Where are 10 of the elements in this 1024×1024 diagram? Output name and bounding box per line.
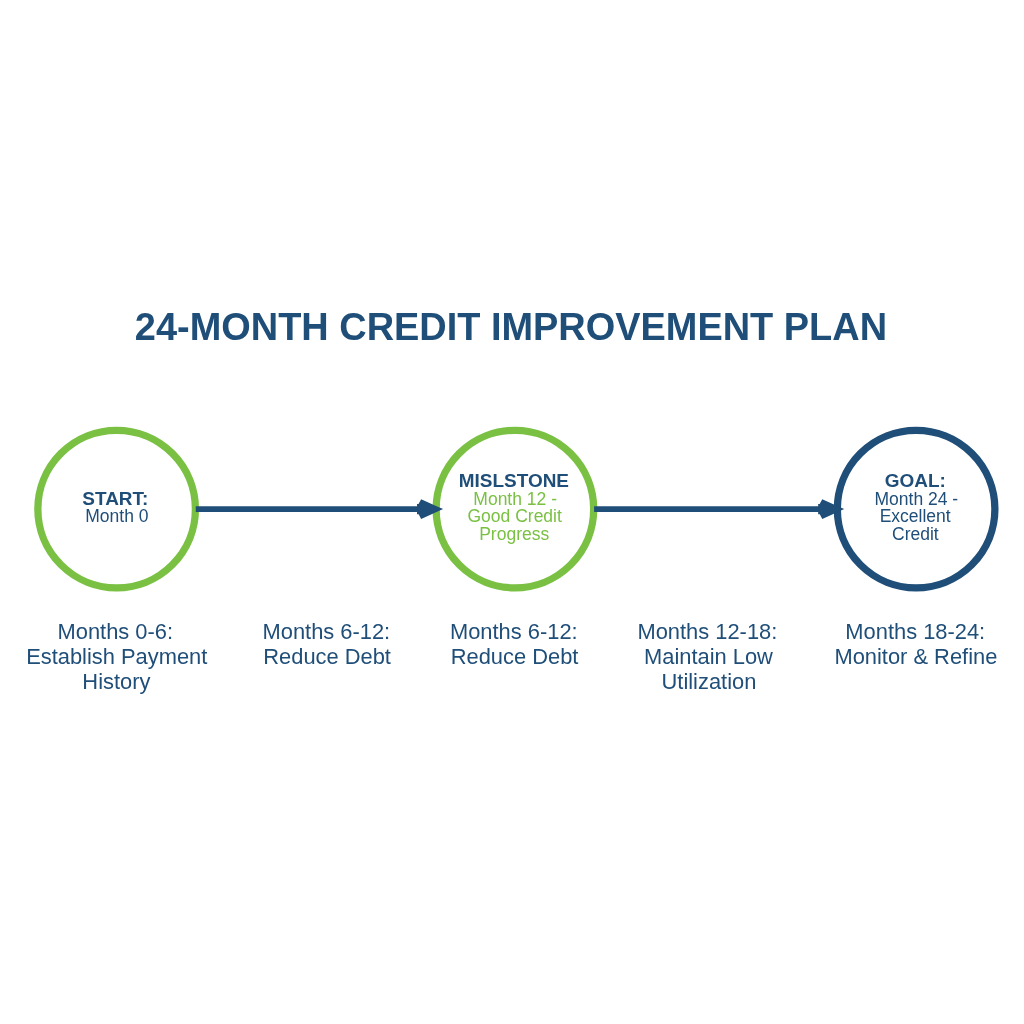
label: Months 6-12: Reduce Debt xyxy=(262,618,391,669)
node-circle: GOAL: Month 24 - Excellent Credit xyxy=(833,426,999,592)
node-label: Months 6-12: Reduce Debt xyxy=(450,618,579,669)
label: Months 12-18: Maintain Low Utilization xyxy=(637,618,778,694)
node-circle: MISLSTONE Month 12 - Good Credit Progress xyxy=(432,426,598,592)
diagram-title: 24-MONTH CREDIT IMPROVEMENT PLAN xyxy=(134,305,888,348)
node-label: Months 18-24: Monitor & Refine xyxy=(834,618,998,669)
arrow xyxy=(594,498,841,520)
node-label: Months 0-6: Establish Payment History xyxy=(26,618,208,694)
node-circle: START: Month 0 xyxy=(34,426,200,592)
